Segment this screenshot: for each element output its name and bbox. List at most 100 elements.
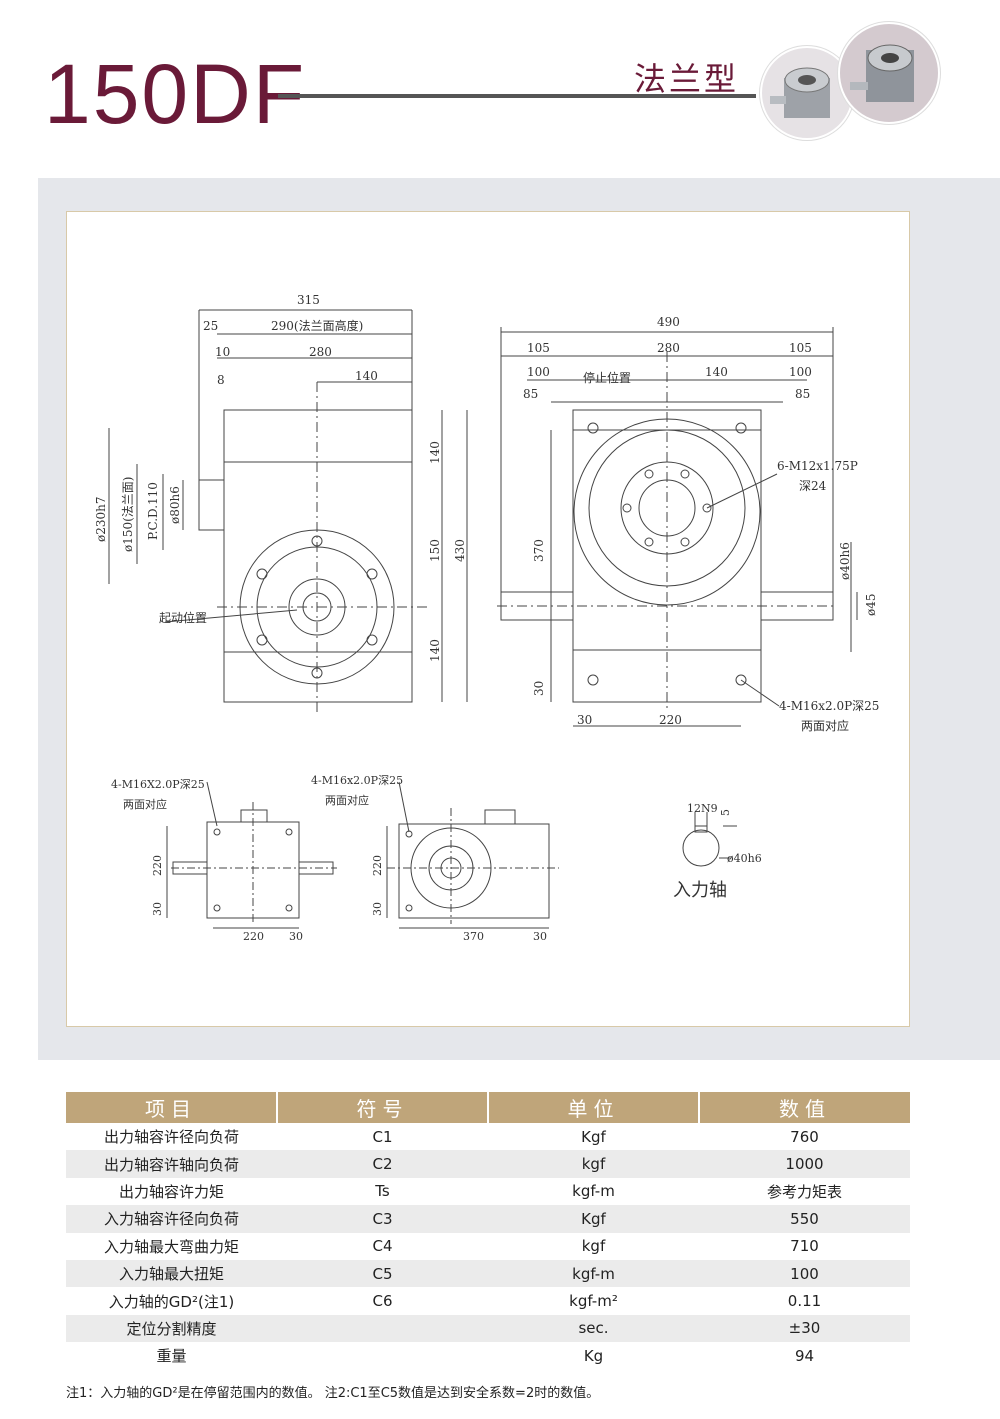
cell-item: 重量: [156, 1347, 187, 1366]
cell-unit: Kgf: [488, 1205, 699, 1233]
cell-unit: kgf-m: [572, 1182, 615, 1201]
cell-value: 550: [699, 1205, 910, 1233]
svg-text:ø150(法兰面): ø150(法兰面): [121, 477, 135, 553]
cell-item: 入力轴的GD²(注1): [108, 1292, 235, 1311]
svg-text:30: 30: [151, 902, 164, 916]
svg-text:4-M16X2.0P深25: 4-M16X2.0P深25: [111, 778, 205, 791]
cell-value: 710: [790, 1237, 819, 1256]
svg-text:5: 5: [719, 809, 732, 816]
cell-item: 入力轴容许径向负荷: [66, 1205, 277, 1233]
svg-text:290(法兰面高度): 290(法兰面高度): [271, 318, 363, 333]
cell-value: 参考力矩表: [766, 1182, 842, 1201]
cell-symbol: [277, 1314, 488, 1343]
type-label: 法兰型: [634, 60, 740, 98]
cell-symbol: C4: [372, 1237, 393, 1256]
svg-text:430: 430: [453, 539, 467, 562]
svg-text:220: 220: [151, 855, 164, 876]
svg-text:两面对应: 两面对应: [325, 793, 369, 807]
svg-text:100: 100: [527, 365, 550, 379]
table-row: 入力轴最大弯曲力矩 C4 kgf 710: [66, 1233, 910, 1260]
table-row: 入力轴容许径向负荷 C3 Kgf 550: [66, 1205, 910, 1233]
svg-text:280: 280: [309, 345, 332, 359]
svg-text:220: 220: [243, 930, 264, 943]
cell-unit: Kgf: [581, 1127, 606, 1146]
svg-text:12N9: 12N9: [687, 802, 718, 815]
svg-text:490: 490: [657, 315, 680, 329]
cell-symbol: C2: [277, 1150, 488, 1178]
key-detail: [682, 812, 737, 867]
cell-unit: kgf: [581, 1237, 606, 1256]
table-row: 重量 Kg 94: [66, 1342, 910, 1369]
small-side-view: [166, 781, 337, 929]
svg-text:370: 370: [463, 930, 484, 943]
svg-text:105: 105: [527, 341, 550, 355]
svg-text:ø80h6: ø80h6: [168, 486, 182, 524]
table-row: 入力轴最大扭矩 C5 kgf-m 100: [66, 1259, 910, 1288]
table-row: 出力轴容许轴向负荷 C2 kgf 1000: [66, 1150, 910, 1178]
cell-value: 0.11: [787, 1292, 822, 1311]
header-rule: [278, 94, 756, 98]
cell-unit: kgf-m²: [569, 1292, 618, 1311]
col-unit-header: 单位: [487, 1092, 699, 1123]
table-row: 定位分割精度 sec. ±30: [66, 1314, 910, 1343]
cell-item: 入力轴最大扭矩: [66, 1259, 277, 1288]
footnote: 注1：入力轴的GD²是在停留范围内的数值。 注2:C1至C5数值是达到安全系数=…: [66, 1386, 600, 1401]
table-row: 出力轴容许力矩 Ts kgf-m 参考力矩表: [66, 1178, 910, 1205]
svg-text:315: 315: [297, 293, 320, 307]
cell-value: 760: [790, 1127, 819, 1146]
svg-text:ø230h7: ø230h7: [94, 497, 108, 543]
svg-text:25: 25: [203, 319, 218, 333]
spec-table: 项目 符号 单位 数值 出力轴容许径向负荷 C1 Kgf 760 出力轴容许轴向…: [66, 1092, 910, 1370]
cell-value: ±30: [699, 1314, 910, 1343]
svg-text:两面对应: 两面对应: [801, 718, 849, 733]
svg-text:220: 220: [659, 713, 682, 727]
svg-text:220: 220: [371, 855, 384, 876]
svg-text:30: 30: [532, 681, 546, 696]
svg-text:P.C.D.110: P.C.D.110: [146, 482, 160, 540]
cell-unit: kgf-m: [488, 1259, 699, 1288]
svg-text:入力轴: 入力轴: [673, 880, 727, 901]
cell-symbol: C5: [277, 1259, 488, 1288]
svg-text:30: 30: [371, 902, 384, 916]
spec-table-header: 项目 符号 单位 数值: [66, 1092, 910, 1123]
svg-text:140: 140: [428, 639, 442, 662]
cell-value: 94: [794, 1346, 815, 1365]
table-row: 入力轴的GD²(注1) C6 kgf-m² 0.11: [66, 1287, 910, 1314]
cell-symbol: C1: [372, 1127, 393, 1146]
svg-text:30: 30: [533, 930, 547, 943]
svg-text:4-M16x2.0P深25: 4-M16x2.0P深25: [779, 699, 879, 713]
cell-value: 1000: [699, 1150, 910, 1178]
cell-symbol: C6: [372, 1292, 393, 1311]
front-view: [497, 327, 858, 727]
svg-text:370: 370: [532, 539, 546, 562]
svg-text:140: 140: [355, 369, 378, 383]
front-view-labels: 490 105 280 105 100 停止位置 140 100 85 85 3…: [523, 315, 879, 733]
col-item-header: 项目: [66, 1092, 277, 1123]
svg-text:8: 8: [217, 373, 225, 387]
cell-item: 入力轴最大弯曲力矩: [103, 1237, 239, 1256]
small-front-view: [386, 781, 559, 929]
cell-unit: sec.: [488, 1314, 699, 1343]
svg-text:100: 100: [789, 365, 812, 379]
product-photo-2: [838, 22, 940, 124]
svg-text:140: 140: [428, 441, 442, 464]
side-view: [108, 309, 468, 712]
svg-text:30: 30: [289, 930, 303, 943]
cell-item: 定位分割精度: [66, 1314, 277, 1343]
cell-item: 出力轴容许力矩: [118, 1182, 224, 1201]
svg-text:深24: 深24: [799, 479, 827, 493]
svg-text:起动位置: 起动位置: [159, 610, 207, 625]
svg-text:280: 280: [657, 341, 680, 355]
svg-text:4-M16x2.0P深25: 4-M16x2.0P深25: [311, 774, 403, 787]
cell-symbol: [277, 1342, 488, 1369]
cell-item: 出力轴容许径向负荷: [103, 1128, 239, 1147]
svg-text:停止位置: 停止位置: [583, 370, 631, 385]
table-row: 出力轴容许径向负荷 C1 Kgf 760: [66, 1123, 910, 1150]
cell-symbol: C3: [277, 1205, 488, 1233]
svg-text:两面对应: 两面对应: [123, 797, 167, 811]
svg-text:150: 150: [428, 539, 442, 562]
cell-unit: Kg: [583, 1346, 604, 1365]
technical-drawing: 315 25 290(法兰面高度) 10 280 8 140 140 150 4…: [66, 211, 910, 1027]
col-symbol-header: 符号: [276, 1092, 488, 1123]
cell-unit: kgf: [488, 1150, 699, 1178]
